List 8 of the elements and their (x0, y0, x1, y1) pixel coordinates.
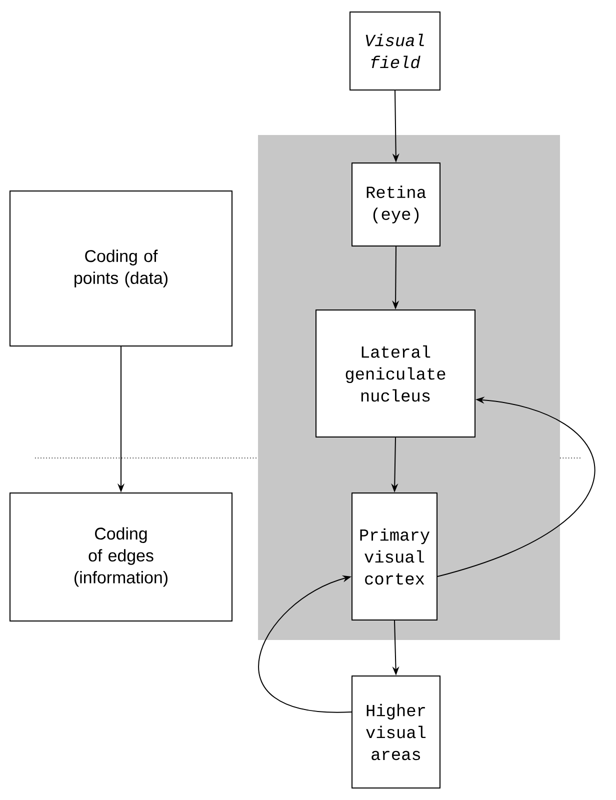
concept-box: Coding of points (data) (10, 190, 232, 346)
process-box: Primary visual cortex (352, 492, 438, 620)
process-box: Retina (eye) (352, 162, 440, 246)
concept-box: Coding of edges (information) (10, 492, 232, 622)
process-box: Lateral geniculate nucleus (316, 310, 476, 438)
process-box: Higher visual areas (352, 676, 440, 788)
arrow (258, 575, 352, 712)
input-box: Visual field (350, 12, 440, 90)
